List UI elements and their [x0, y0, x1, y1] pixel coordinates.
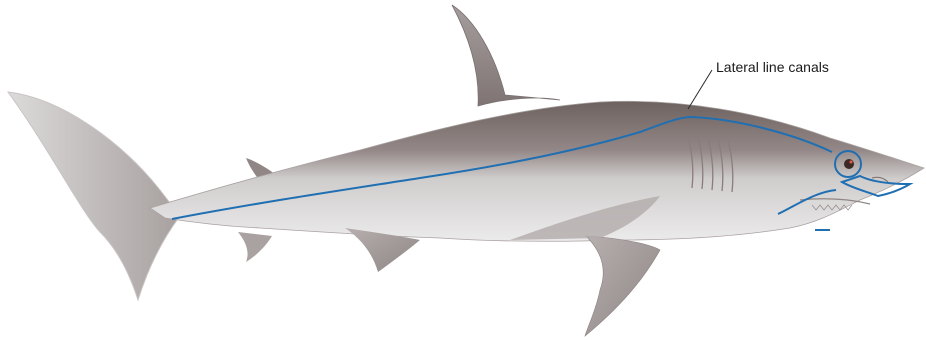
eye [844, 159, 854, 169]
caudal-fin [8, 92, 180, 300]
callout-label: Lateral line canals [716, 59, 829, 75]
pectoral-fin [585, 236, 660, 336]
callout-leader-line [688, 70, 712, 109]
eye-highlight [850, 161, 853, 164]
first-dorsal-fin [452, 5, 560, 106]
anal-fin [238, 232, 272, 262]
